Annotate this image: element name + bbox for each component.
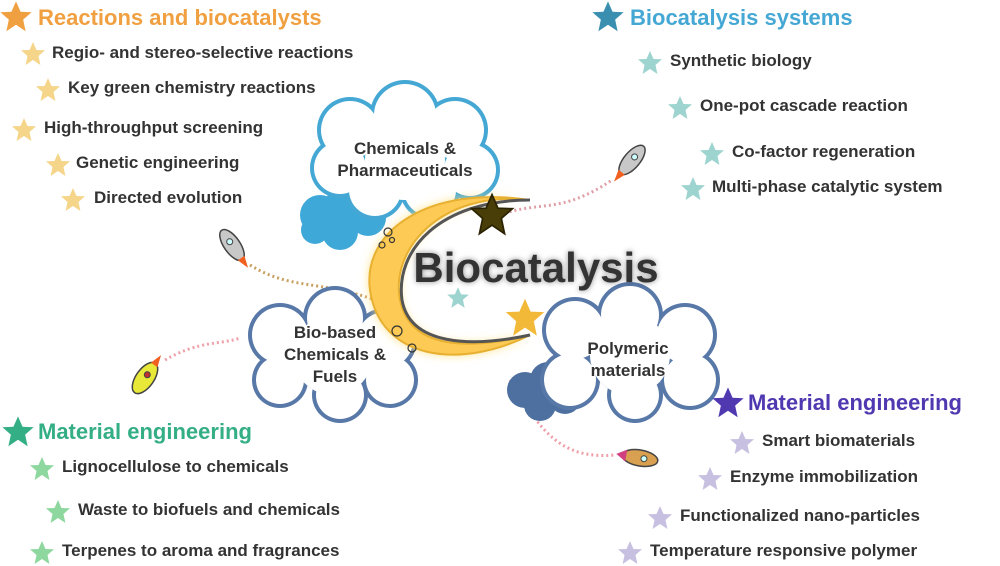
list-item: Synthetic biology	[670, 51, 812, 70]
bullet-star-icon	[681, 177, 705, 200]
bullet-star-icon	[648, 506, 672, 529]
list-item: Regio- and stereo-selective reactions	[52, 43, 354, 62]
cloud-label-polymeric: Polymeric materials	[587, 339, 669, 380]
cloud-label-chemicals: Chemicals & Pharmaceuticals	[337, 139, 473, 180]
rocket-icon	[219, 228, 249, 268]
rocket-icon	[131, 355, 162, 395]
list-item: Waste to biofuels and chemicals	[78, 500, 340, 519]
list-item: Functionalized nano-particles	[680, 506, 920, 525]
bullet-star-icon	[30, 541, 54, 564]
list-item: One-pot cascade reaction	[700, 96, 908, 115]
bullet-star-icon	[21, 42, 45, 65]
bullet-star-icon	[36, 78, 60, 101]
heading-star-icon	[2, 416, 34, 447]
rocket-icon	[616, 448, 659, 468]
list-item: Co-factor regeneration	[732, 142, 916, 161]
heading-biocatalysis-systems: Biocatalysis systems	[630, 5, 853, 30]
bullet-star-icon	[46, 500, 70, 523]
rocket-icon	[614, 144, 646, 182]
heading-reactions: Reactions and biocatalysts	[38, 5, 322, 30]
bullet-star-icon	[618, 541, 642, 564]
list-item: Smart biomaterials	[762, 431, 916, 450]
heading-material-engineering-green: Material engineering	[38, 419, 252, 444]
heading-star-icon	[592, 1, 624, 32]
list-item: Terpenes to aroma and fragrances	[62, 541, 340, 560]
heading-material-engineering-purple: Material engineering	[748, 390, 962, 415]
list-item: Directed evolution	[94, 188, 243, 207]
bullet-star-icon	[30, 457, 54, 480]
bullet-star-icon	[638, 51, 662, 74]
bullet-star-icon	[700, 142, 724, 165]
list-item: Enzyme immobilization	[730, 467, 918, 486]
bullet-star-icon	[698, 467, 722, 490]
rocket-trail	[164, 336, 241, 362]
cloud-label-biobased: Bio-based Chemicals & Fuels	[283, 323, 387, 386]
bullet-star-icon	[46, 153, 70, 176]
heading-star-icon	[0, 1, 32, 32]
list-item: Genetic engineering	[76, 153, 240, 172]
biobased-cloud	[248, 286, 418, 423]
polymeric-cloud	[540, 282, 720, 423]
list-item: Key green chemistry reactions	[68, 78, 316, 97]
list-item: Multi-phase catalytic system	[712, 177, 943, 196]
rocket-trail	[249, 263, 376, 302]
gold-star-icon	[505, 298, 545, 336]
list-item: Lignocellulose to chemicals	[62, 457, 289, 476]
rocket-trail	[508, 379, 616, 458]
bullet-star-icon	[668, 96, 692, 119]
bullet-star-icon	[730, 431, 754, 454]
list-item: Temperature responsive polymer	[650, 541, 918, 560]
bullet-star-icon	[12, 118, 36, 141]
list-item: High-throughput screening	[44, 118, 264, 137]
moon-icon	[368, 196, 531, 356]
bullet-star-icon	[61, 188, 85, 211]
center-title: Biocatalysis	[413, 244, 659, 291]
